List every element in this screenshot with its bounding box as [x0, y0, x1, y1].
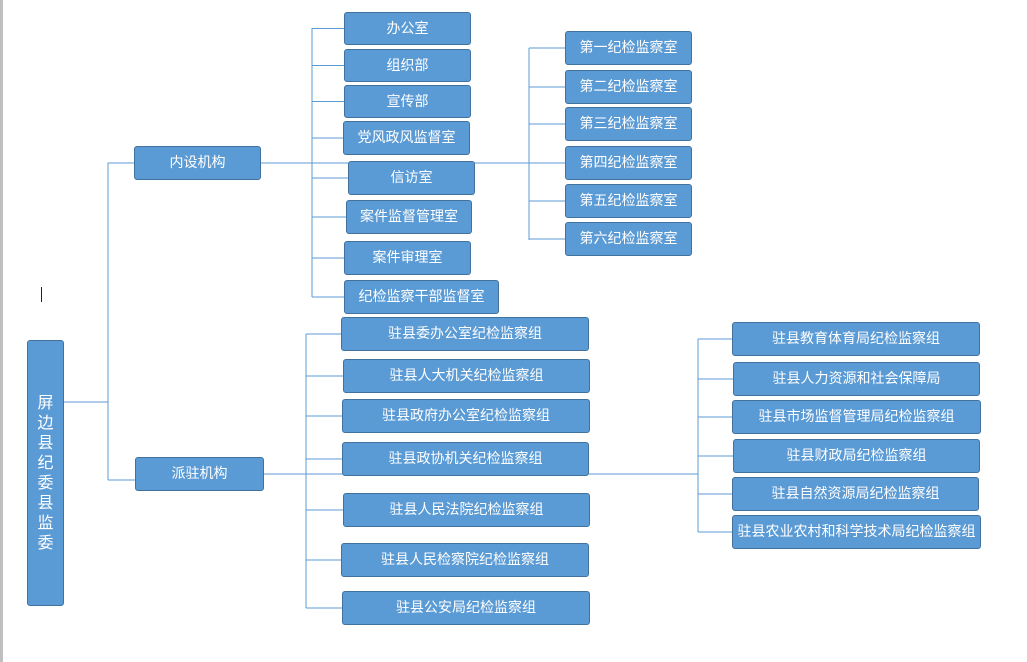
- root-char: 委: [37, 473, 54, 492]
- internal-dept-node[interactable]: 组织部: [344, 49, 471, 82]
- root-node[interactable]: 屏边县纪委县监委: [27, 340, 64, 606]
- dispatched-group-node[interactable]: 驻县人民检察院纪检监察组: [341, 543, 589, 577]
- window-left-edge: [0, 0, 3, 662]
- inspection-office-node[interactable]: 第二纪检监察室: [565, 70, 692, 104]
- internal-dept-node[interactable]: 信访室: [348, 161, 475, 195]
- dispatched-group-node[interactable]: 驻县政府办公室纪检监察组: [342, 399, 590, 433]
- text-cursor: [41, 287, 42, 302]
- dispatched-group-node[interactable]: 驻县政协机关纪检监察组: [342, 442, 589, 476]
- inspection-office-node[interactable]: 第六纪检监察室: [565, 222, 692, 256]
- branch-dispatched-node[interactable]: 派驻机构: [135, 457, 264, 491]
- dispatched-group-node[interactable]: 驻县教育体育局纪检监察组: [732, 322, 980, 356]
- branch-internal-node[interactable]: 内设机构: [134, 146, 261, 180]
- internal-dept-node[interactable]: 办公室: [344, 12, 471, 45]
- root-char: 屏: [37, 393, 54, 412]
- dispatched-group-node[interactable]: 驻县财政局纪检监察组: [733, 439, 980, 473]
- dispatched-group-node[interactable]: 驻县委办公室纪检监察组: [341, 317, 589, 351]
- root-char: 边: [37, 413, 54, 432]
- root-char: 监: [37, 513, 54, 532]
- inspection-office-node[interactable]: 第一纪检监察室: [565, 31, 692, 65]
- internal-dept-node[interactable]: 宣传部: [344, 85, 471, 118]
- dispatched-group-node[interactable]: 驻县人力资源和社会保障局: [733, 362, 980, 396]
- dispatched-group-node[interactable]: 驻县人民法院纪检监察组: [343, 493, 590, 527]
- root-char: 纪: [37, 453, 54, 472]
- inspection-office-node[interactable]: 第三纪检监察室: [565, 107, 692, 141]
- root-char: 县: [37, 433, 54, 452]
- inspection-office-node[interactable]: 第五纪检监察室: [565, 184, 692, 218]
- root-char: 委: [37, 533, 54, 552]
- dispatched-group-node[interactable]: 驻县市场监督管理局纪检监察组: [732, 400, 981, 434]
- dispatched-group-node[interactable]: 驻县人大机关纪检监察组: [343, 359, 590, 393]
- inspection-office-node[interactable]: 第四纪检监察室: [565, 146, 692, 180]
- root-char: 县: [37, 493, 54, 512]
- dispatched-group-node[interactable]: 驻县自然资源局纪检监察组: [732, 477, 979, 511]
- internal-dept-node[interactable]: 案件监督管理室: [346, 200, 472, 234]
- internal-dept-node[interactable]: 党风政风监督室: [343, 121, 470, 155]
- dispatched-group-node[interactable]: 驻县农业农村和科学技术局纪检监察组: [732, 515, 981, 549]
- dispatched-group-node[interactable]: 驻县公安局纪检监察组: [342, 591, 590, 625]
- internal-dept-node[interactable]: 纪检监察干部监督室: [344, 280, 499, 314]
- internal-dept-node[interactable]: 案件审理室: [344, 241, 471, 275]
